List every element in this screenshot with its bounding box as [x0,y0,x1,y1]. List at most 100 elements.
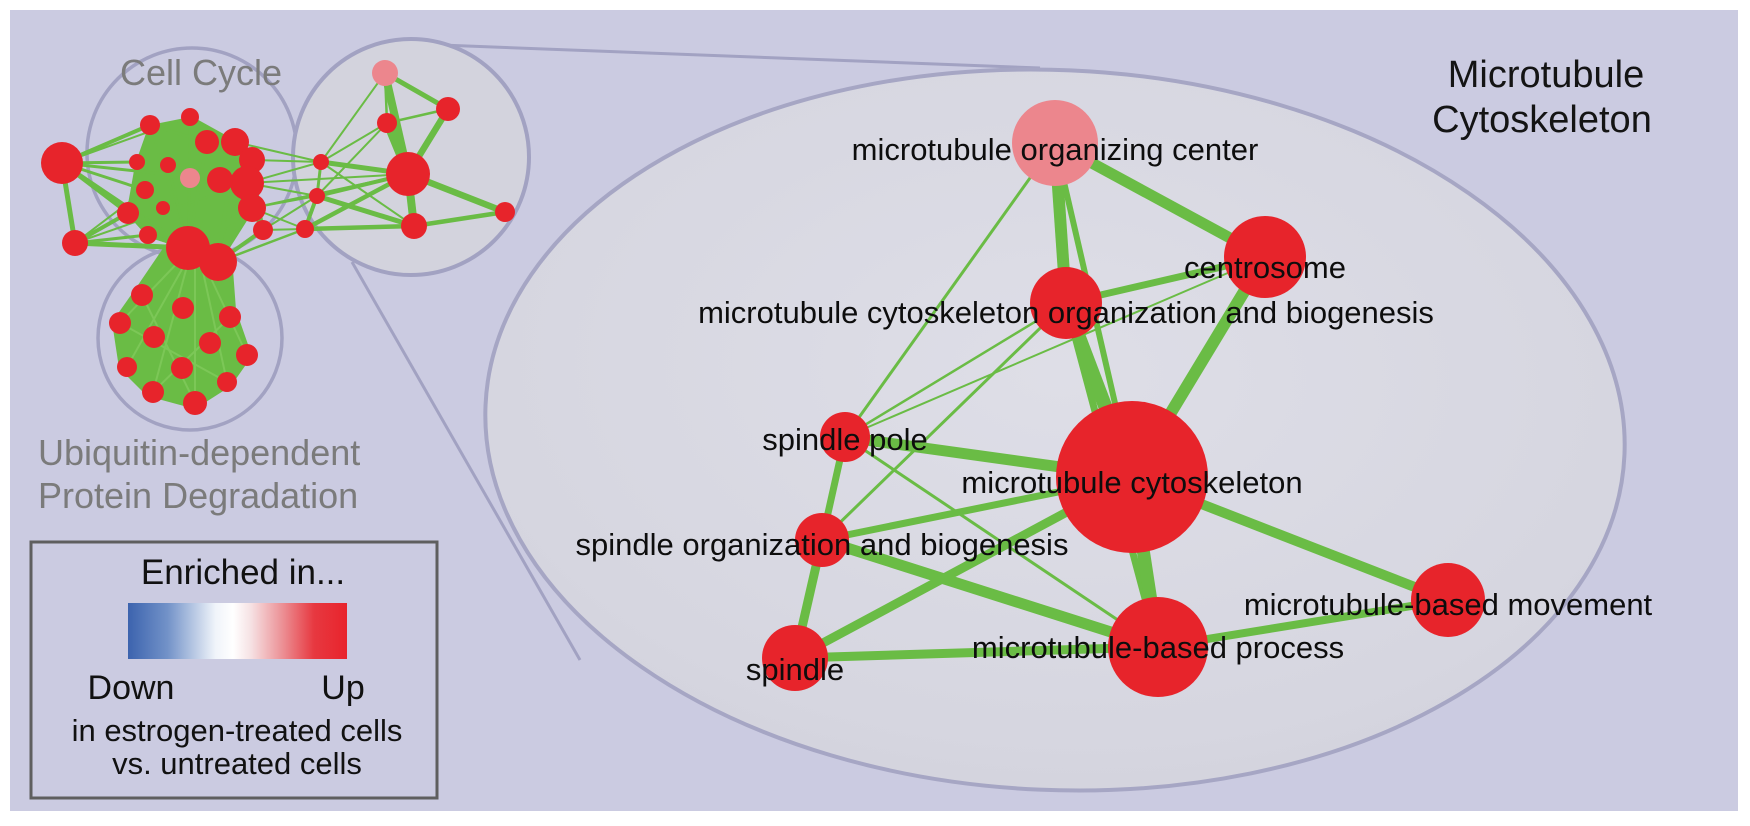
network-node-c16 [230,166,264,200]
network-edge-mcob-sp [844,301,1067,439]
network-node-m5 [495,202,515,222]
network-node-m0 [372,60,398,86]
zoom-cone-line-bottom [350,261,582,661]
legend-subtitle-line1: in estrogen-treated cells [72,713,403,748]
legend-up-label: Up [321,669,364,707]
microtubule-title-line2: Cytoskeleton [1432,99,1652,141]
network-node-u10 [142,381,164,403]
network-edge-m2-m7 [316,122,388,197]
zoomed-cluster-ellipse [483,67,1627,793]
network-node-m6 [313,154,329,170]
zoomed-network: microtubule organizing center centrosome m… [576,100,1653,697]
legend-gradient-bar [128,603,347,659]
network-node-sob [795,513,849,567]
network-node-c6 [129,154,145,170]
network-node-sp [820,412,870,462]
network-edge-sob-mbp [820,534,1160,653]
network-edge-moc-sp [843,142,1057,438]
network-node-m4 [401,213,427,239]
microtubule-title-line1: Microtubule [1448,54,1644,96]
network-edge-m2-m6 [320,122,388,163]
network-node-c4 [195,130,219,154]
network-edge-mcob-sob [820,301,1068,542]
network-node-u11 [183,391,207,415]
network-node-mbm [1411,563,1485,637]
edge-streak [199,257,228,383]
network-node-c0 [41,142,83,184]
network-node-u2 [219,306,241,328]
edge-streak [126,254,191,368]
node-label-mbm: microtubule-based movement [1244,587,1653,622]
legend-title: Enriched in... [141,553,345,592]
node-label-moc: microtubule organizing center [852,132,1259,167]
node-label-mcob: microtubule cytoskeleton organization an… [698,295,1434,330]
overview-network [41,60,515,415]
network-node-c5 [221,128,249,156]
network-node-c7 [160,157,176,173]
network-edge-m4-m5 [413,209,506,229]
network-node-u9 [217,372,237,392]
node-label-cen: centrosome [1184,250,1346,285]
network-node-c17 [238,194,266,222]
network-node-c19 [253,220,273,240]
node-label-spindle: spindle [746,652,844,687]
network-node-c13 [139,226,157,244]
network-node-c10 [136,181,154,199]
network-edge-c16-m3 [246,173,409,184]
network-node-u6 [236,344,258,366]
network-node-m3 [386,152,430,196]
network-node-m1 [436,97,460,121]
network-node-spindle [762,625,828,691]
network-node-c1 [62,230,88,256]
network-node-c3 [181,108,199,126]
node-label-sob: spindle organization and biogenesis [576,527,1069,562]
legend: Enriched in... Down Up in estrogen-treat… [29,540,439,800]
network-node-u1 [172,297,194,319]
network-edge-c19-m7 [262,195,318,231]
legend-down-label: Down [88,669,175,707]
cell-cycle-label: Cell Cycle [120,52,282,93]
edge-streak [119,254,186,324]
network-node-c11 [156,201,170,215]
network-node-m2 [377,113,397,133]
network-node-cen [1224,216,1306,298]
network-node-mcob [1030,267,1102,339]
network-edge-sp-cen [844,256,1266,438]
network-edge-m8-m4 [304,223,415,232]
network-node-c14 [166,226,210,270]
network-edge-c5-m6 [234,141,322,163]
network-edge-c0-c3 [61,116,191,164]
network-edge-c15-c5 [216,141,237,263]
edge-streak [152,254,191,393]
network-node-c2 [140,115,160,135]
network-node-u8 [171,357,193,379]
network-node-u5 [199,332,221,354]
network-edge-c1-c10 [74,189,146,244]
node-label-mc: microtubule cytoskeleton [961,465,1302,500]
network-node-u3 [109,312,131,334]
network-node-u7 [117,357,137,377]
network-node-u0 [131,284,153,306]
network-edge-m7-m4 [316,193,415,229]
zoom-cone-line-top [414,42,1041,70]
node-label-sp: spindle pole [762,422,927,457]
network-node-m8 [296,220,314,238]
legend-subtitle-line2: vs. untreated cells [112,746,362,781]
network-node-mc [1056,401,1208,553]
ubiquitin-label-line1: Ubiquitin-dependent [38,432,360,473]
network-edge-spindle-mbp [794,642,1159,663]
network-node-c18 [207,167,233,193]
network-node-c15 [199,243,237,281]
network-node-m7 [309,188,325,204]
network-node-mbp [1108,597,1208,697]
network-edge-m0-m6 [320,72,386,163]
ubiquitin-label-line2: Protein Degradation [38,475,358,516]
network-node-moc [1012,100,1098,186]
node-label-mbp: microtubule-based process [972,630,1344,665]
network-node-c12 [117,202,139,224]
edge-streak [152,316,231,393]
legend-box [29,540,439,800]
network-node-u4 [143,326,165,348]
